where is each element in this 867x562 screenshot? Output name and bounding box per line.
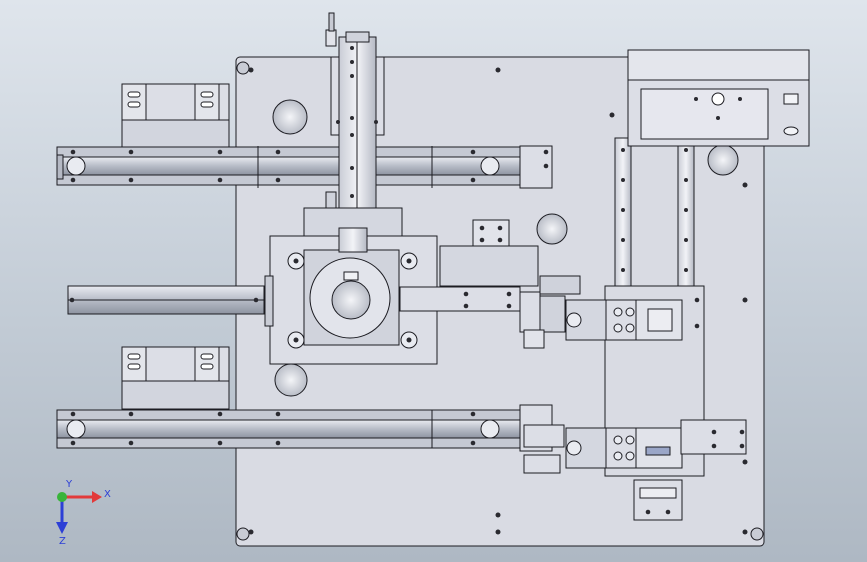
z-axis-arrow-icon bbox=[56, 497, 68, 534]
coordinate-triad: X Y Z bbox=[56, 479, 111, 547]
triad-x-label: X bbox=[104, 489, 111, 500]
triad-z-label: Z bbox=[59, 536, 66, 547]
rail-screws-bottom bbox=[70, 411, 476, 446]
plate-screws bbox=[248, 67, 748, 535]
arm-bracket bbox=[472, 219, 510, 247]
rail-screws-top bbox=[70, 149, 549, 183]
control-panel-window bbox=[640, 88, 769, 140]
y-axis-arrow-icon bbox=[57, 492, 67, 502]
conveyor-rail-top bbox=[56, 146, 521, 158]
plate-foot bbox=[236, 527, 250, 541]
rotary-spindle bbox=[338, 227, 368, 253]
transfer-arm bbox=[399, 286, 521, 312]
plate-foot bbox=[236, 61, 250, 75]
plate-hole bbox=[272, 99, 308, 135]
control-button[interactable] bbox=[783, 93, 799, 105]
rotary-bore bbox=[331, 280, 371, 320]
plate-hole bbox=[536, 213, 568, 245]
plate-foot bbox=[750, 527, 764, 541]
conveyor-rail-bottom bbox=[56, 409, 521, 421]
plate-hole bbox=[707, 144, 739, 176]
plate-hole bbox=[274, 363, 308, 397]
side-bracket bbox=[680, 419, 747, 455]
control-switch[interactable] bbox=[783, 126, 799, 136]
x-axis-arrow-icon bbox=[62, 491, 102, 503]
bottom-bracket bbox=[633, 479, 683, 521]
carriage-frame bbox=[604, 285, 705, 477]
triad-y-label: Y bbox=[65, 479, 73, 490]
